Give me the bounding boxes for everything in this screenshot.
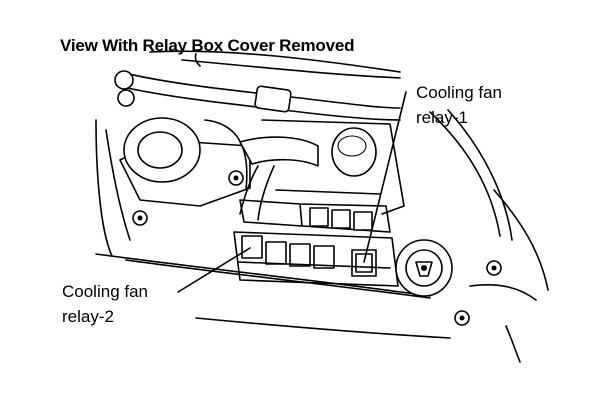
fan-motor bbox=[395, 239, 453, 297]
relay-2-label-line2: relay-2 bbox=[62, 307, 114, 326]
relay-1-label-line1: Cooling fan bbox=[416, 83, 503, 102]
relay-block bbox=[233, 231, 399, 287]
left-panel bbox=[95, 119, 431, 299]
bolts bbox=[132, 170, 502, 326]
elbow-hose bbox=[239, 136, 319, 221]
relay-2-leader bbox=[177, 247, 251, 293]
diagram-title: View With Relay Box Cover Removed bbox=[60, 36, 355, 55]
hood-outline bbox=[149, 50, 549, 291]
round-cap bbox=[331, 127, 377, 177]
relay-1-label-line2: relay-1 bbox=[416, 108, 468, 127]
relay-2-label-line1: Cooling fan bbox=[62, 282, 149, 301]
relay-box-upper bbox=[239, 119, 405, 233]
relay-1-leader bbox=[363, 91, 407, 263]
floor-outline bbox=[195, 283, 537, 363]
reservoir bbox=[119, 117, 251, 207]
upper-hose bbox=[114, 53, 401, 121]
